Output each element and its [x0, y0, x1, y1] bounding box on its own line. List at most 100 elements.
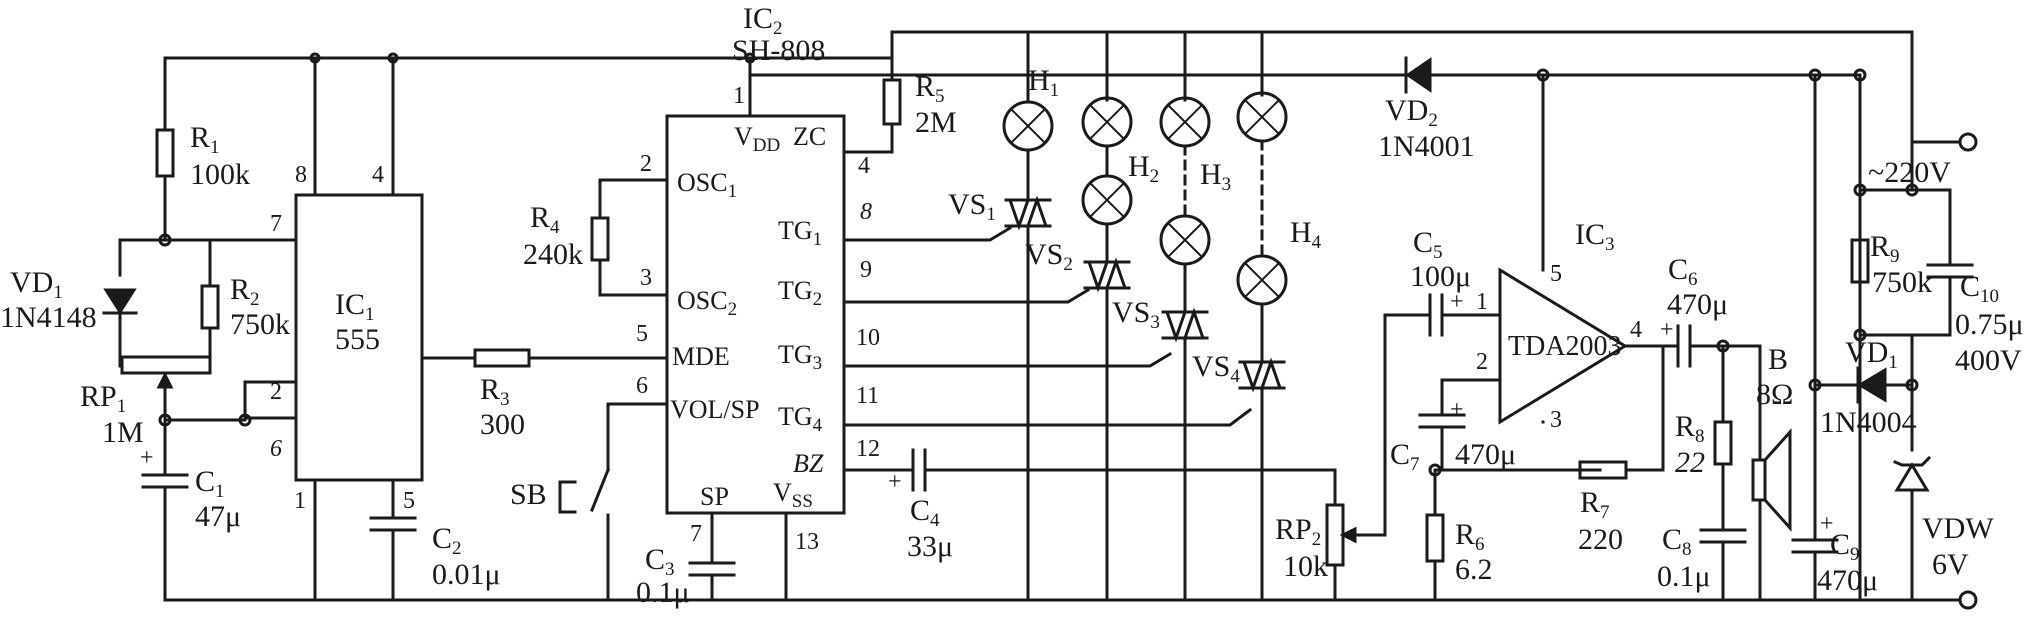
ic1-pin-5: 5: [403, 488, 415, 514]
r4-resistor: [590, 216, 610, 262]
vd1b-label: VD1: [1845, 336, 1898, 373]
wire-zc: [842, 122, 894, 154]
r9-value: 750k: [1872, 266, 1932, 299]
r4-label: R4: [530, 201, 560, 238]
c5-value: 100μ: [1410, 260, 1472, 293]
ic2-pin-1: 1: [733, 83, 745, 109]
ic2-pin-7: 7: [690, 521, 702, 547]
r7-value: 220: [1578, 523, 1623, 556]
r2-resistor: [200, 284, 220, 330]
c9-plus: +: [1820, 511, 1834, 537]
vd1b-value: 1N4004: [1820, 406, 1917, 439]
r8-resistor: [1713, 420, 1733, 466]
ic2-tg4-label: TG4: [778, 402, 823, 436]
r1-resistor: [155, 128, 175, 178]
wire-tg3: [842, 351, 1173, 368]
wire-tg4: [842, 407, 1253, 427]
r1-label: R1: [190, 121, 220, 158]
c1-label: C1: [195, 465, 225, 502]
vd2-value: 1N4001: [1378, 130, 1475, 163]
c4-plus: +: [888, 469, 902, 495]
ic2-vss-label: VSS: [773, 478, 813, 512]
vd2-label: VD2: [1385, 94, 1438, 131]
rp2-wiper: [1353, 313, 1432, 537]
ic1-pin-8: 8: [295, 162, 307, 188]
ic2-tg1-label: TG1: [778, 216, 823, 250]
sb-switch-blade: [590, 468, 610, 512]
vdw-value: 6V: [1932, 548, 1969, 581]
vd1-label: VD1: [10, 266, 63, 303]
c6-value: 470μ: [1667, 288, 1729, 321]
speaker-icon: [1751, 458, 1767, 502]
ic2-zc-label: ZC: [793, 122, 827, 151]
c2-value: 0.01μ: [432, 558, 501, 591]
rp2-wiper-arrow: [1339, 526, 1357, 544]
r5-label: R5: [915, 70, 945, 107]
ic2-tg2-label: TG2: [778, 276, 823, 310]
vdw-zener: [1894, 462, 1930, 492]
rp2-value: 10k: [1283, 550, 1328, 583]
wire-r4: [598, 178, 669, 220]
c4-value: 33μ: [907, 530, 954, 563]
h4-label: H4: [1290, 216, 1322, 253]
r3-resistor: [473, 348, 531, 368]
ic2-osc1-label: OSC1: [677, 168, 738, 202]
r6-resistor: [1425, 513, 1445, 563]
rp1-value: 1M: [102, 416, 144, 449]
c9-label: C9: [1830, 528, 1860, 565]
c3-label: C3: [645, 543, 675, 580]
terminal-top-icon: [1958, 132, 1978, 152]
rp1-wiper-arrow: [156, 371, 174, 389]
ic2-pin-10: 10: [856, 325, 880, 351]
vd1-value: 1N4148: [0, 301, 97, 334]
r5-value: 2M: [915, 106, 957, 139]
c1-value: 47μ: [195, 500, 242, 533]
wire-tg2: [842, 287, 1091, 304]
ic3-pin-5: 5: [1550, 261, 1562, 287]
vd2-diode: [1405, 57, 1432, 93]
triac-vs1-icon: [1004, 195, 1052, 231]
ic1-pin-1: 1: [294, 488, 306, 514]
ic2-pin-4: 4: [858, 153, 870, 179]
ic2-sp-label: SP: [700, 482, 729, 511]
vd1-diode: [103, 288, 137, 315]
sb-label: SB: [510, 478, 547, 511]
r6-value: 6.2: [1455, 553, 1493, 586]
ic3-pin-2: 2: [1476, 349, 1488, 375]
ic2-pin-2: 2: [640, 151, 652, 177]
wire-sb: [606, 402, 669, 472]
r3-label: R3: [480, 373, 510, 410]
ic3-pin-4: 4: [1630, 317, 1642, 343]
speaker-value: 8Ω: [1756, 378, 1794, 411]
ic2-model: SH-808: [732, 34, 826, 67]
wire-ic1-pin26: [243, 380, 298, 420]
vs2-label: VS2: [1025, 238, 1073, 275]
ic2-mde-label: MDE: [672, 342, 730, 371]
wire-vd1-r2-top: [118, 238, 212, 288]
ic2-tg3-label: TG3: [778, 340, 823, 374]
h2-label: H2: [1128, 150, 1160, 187]
ic3-model: TDA2003: [1508, 331, 1622, 362]
vs1-label: VS1: [948, 188, 996, 225]
r8-value: 22: [1675, 446, 1705, 479]
c5-label: C5: [1413, 226, 1443, 263]
ic2-volsp-label: VOL/SP: [670, 395, 760, 424]
vd1b-diode: [1857, 367, 1887, 403]
r9-resistor: [1850, 238, 1870, 284]
r3-value: 300: [480, 408, 525, 441]
ic2-pin-8: 8: [860, 199, 872, 225]
ic2-name: IC2: [743, 2, 783, 39]
ic2-osc2-label: OSC2: [677, 286, 738, 320]
triac-vs4-icon: [1238, 357, 1286, 393]
wire-mains-top-rail: [890, 30, 1962, 144]
wire-r4-bottom: [598, 258, 669, 297]
ic3-amplifier: [1498, 267, 1628, 425]
rp1-potentiometer: [120, 355, 212, 375]
r5-resistor: [882, 78, 902, 126]
ic3-name: IC3: [1575, 218, 1615, 255]
c10-value: 0.75μ: [1955, 308, 2024, 341]
c3-value: 0.1μ: [636, 576, 690, 609]
c7-plus: +: [1450, 397, 1464, 423]
ic1-pin-6: 6: [270, 436, 282, 462]
